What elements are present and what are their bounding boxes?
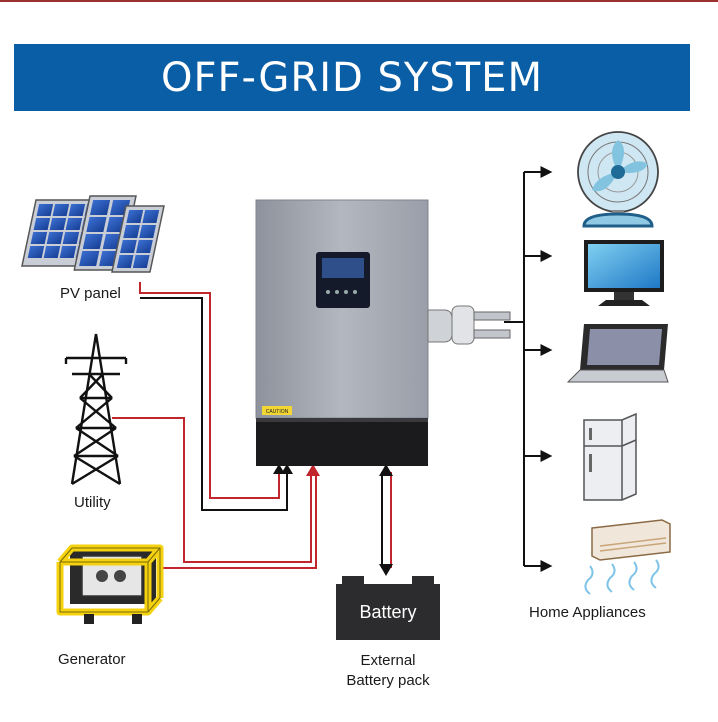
title-banner: OFF-GRID SYSTEM [14, 44, 690, 111]
refrigerator-icon [583, 412, 637, 501]
laptop-icon [566, 324, 669, 383]
utility-label: Utility [74, 494, 111, 511]
load-bus [504, 166, 553, 572]
utility-wire [112, 417, 312, 563]
inverter-warning-label: CAUTION [266, 409, 289, 415]
utility-tower-icon [64, 333, 128, 486]
page-title: OFF-GRID SYSTEM [161, 54, 543, 101]
battery-label: Battery [359, 602, 416, 622]
battery-caption-line2: Battery pack [346, 672, 430, 689]
pv-panel-icon [21, 195, 165, 273]
battery-caption-line1: External [360, 652, 416, 669]
air-conditioner-icon [584, 519, 671, 595]
top-rule [0, 0, 718, 2]
generator-wire [160, 464, 320, 569]
battery-icon: Battery [336, 576, 440, 640]
inverter-icon: CAUTION [255, 199, 511, 466]
battery-wires [379, 464, 393, 576]
pv-panel-label: PV panel [60, 285, 121, 302]
generator-label: Generator [58, 651, 126, 668]
pv-wires [139, 282, 293, 511]
fan-icon [577, 131, 659, 228]
monitor-icon [584, 240, 664, 306]
generator-icon [56, 544, 164, 624]
home-appliances-label: Home Appliances [529, 604, 646, 621]
